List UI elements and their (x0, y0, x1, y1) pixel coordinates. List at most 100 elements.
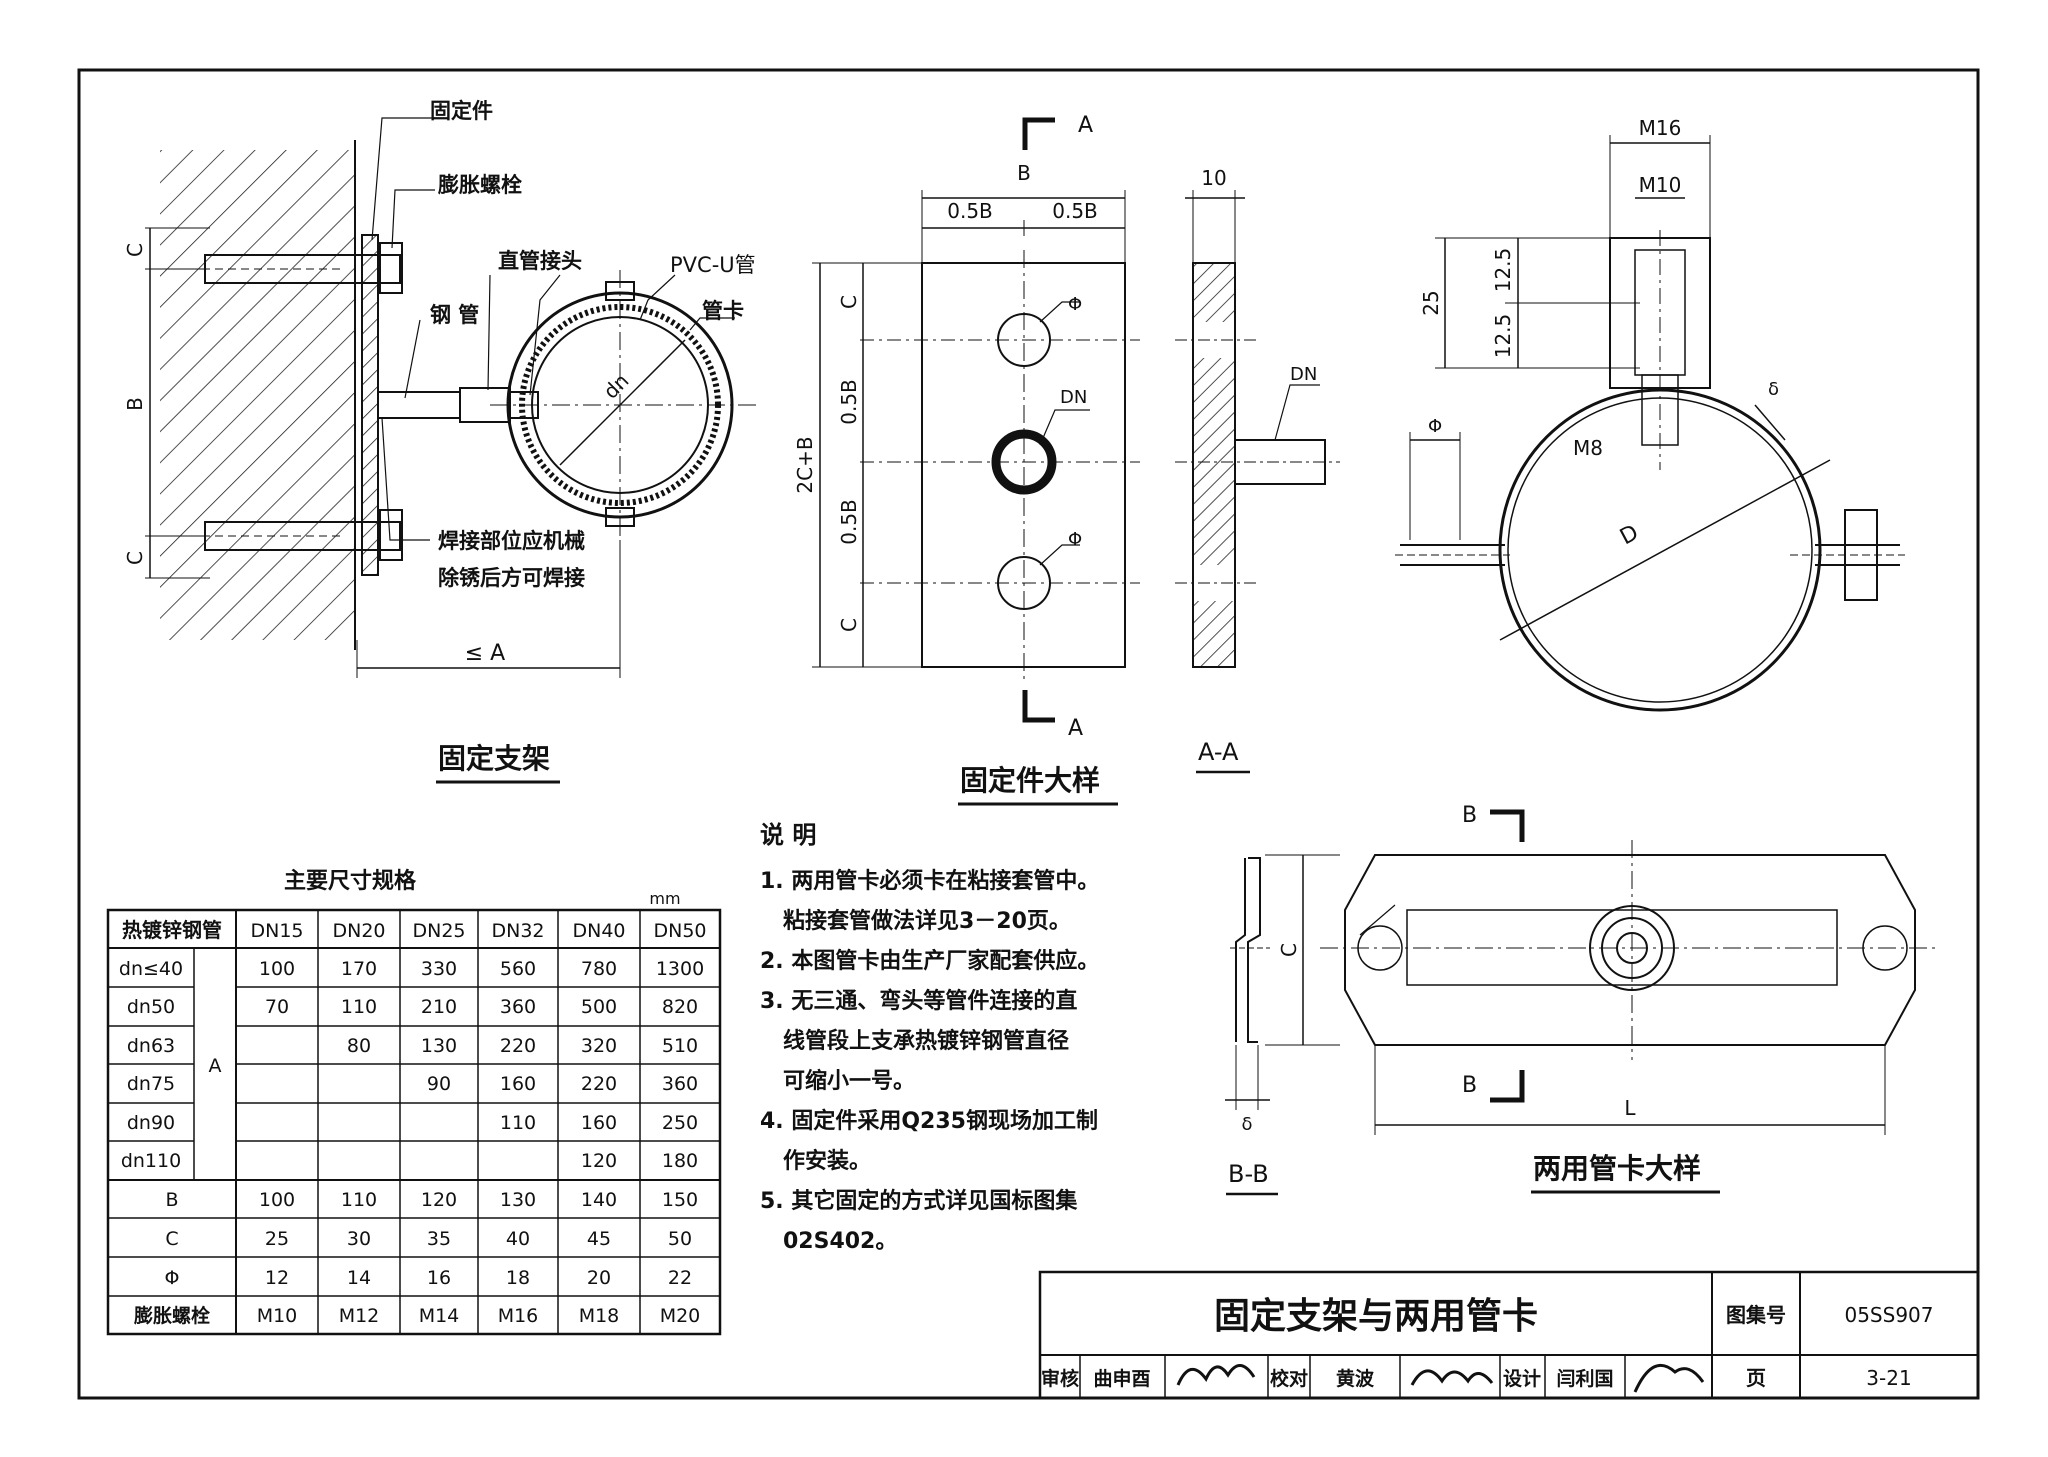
table-cell: M14 (419, 1305, 460, 1327)
table-header-cell: DN20 (332, 920, 385, 942)
notes-lines: 1. 两用管卡必须卡在粘接套管中。 粘接套管做法详见3－20页。 2. 本图管卡由… (760, 868, 1099, 1254)
table-cell: 20 (587, 1267, 611, 1289)
label-expansion-bolt: 膨胀螺栓 (438, 173, 522, 197)
dim-aa-dn: DN (1290, 364, 1317, 385)
note-line: 2. 本图管卡由生产厂家配套供应。 (760, 948, 1099, 974)
dim-delta-clamp: δ (1768, 379, 1779, 400)
table-cell: 12 (265, 1267, 289, 1289)
table-header-cell: 热镀锌钢管 (122, 918, 222, 942)
dim-delta-bb: δ (1241, 1114, 1252, 1135)
table-cell: 180 (662, 1150, 698, 1172)
note-line: 3. 无三通、弯头等管件连接的直 (760, 988, 1077, 1014)
table-row-label: dn110 (121, 1150, 181, 1172)
table-cell: 120 (421, 1189, 457, 1211)
fixed-support-view: 固定件 膨胀螺栓 直管接头 PVC-U管 钢 管 管卡 焊接部位应机械 除锈后方… (123, 99, 760, 784)
dim-c2: C (837, 618, 861, 632)
section-mark-b-top: B (1462, 803, 1477, 828)
table-cell: 1300 (656, 958, 704, 980)
section-mark-a-top: A (1078, 113, 1093, 138)
clamp-view: M16 M10 25 12.5 12.5 M8 Φ δ D (1395, 116, 1905, 712)
table-cell: 500 (581, 996, 617, 1018)
table-cell: 80 (347, 1035, 371, 1057)
anchor-plate (361, 234, 379, 576)
table-header-cell: DN32 (491, 920, 544, 942)
table-cell: 160 (500, 1073, 536, 1095)
table-cell: 100 (259, 958, 295, 980)
dim-l: L (1624, 1096, 1636, 1120)
table-cell: 30 (347, 1228, 371, 1250)
section-aa-view: 10 DN A-A (1175, 166, 1340, 774)
label-straight-joint: 直管接头 (498, 249, 582, 273)
note-line: 作安装。 (760, 1148, 871, 1174)
table-cell: 18 (506, 1267, 530, 1289)
table-cell: 25 (265, 1228, 289, 1250)
table-cell: 510 (662, 1035, 698, 1057)
fixing-detail-view: A A B 0.5B 0.5B 2C+B C 0.5B 0.5B C Φ Φ D… (793, 113, 1140, 806)
dim-c1: C (837, 295, 861, 309)
table-cell: 130 (500, 1189, 536, 1211)
dim-phi-clamp: Φ (1428, 416, 1442, 437)
table-row-label: 膨胀螺栓 (133, 1304, 210, 1327)
table-cell: 330 (421, 958, 457, 980)
table-cell: 90 (427, 1073, 451, 1095)
table-cell: 150 (662, 1189, 698, 1211)
table-cell: 360 (500, 996, 536, 1018)
table-cell: M12 (339, 1305, 380, 1327)
dim-half2: 0.5B (837, 499, 861, 545)
title-fixed-support: 固定支架 (438, 742, 550, 775)
note-line: 5. 其它固定的方式详见国标图集 (760, 1188, 1078, 1214)
table-header-cell: DN15 (250, 920, 303, 942)
table-cell: 40 (506, 1228, 530, 1250)
table-cell: 320 (581, 1035, 617, 1057)
dim-b-top: B (1017, 161, 1031, 185)
title-clamp-detail: 两用管卡大样 (1533, 1152, 1701, 1185)
table-cell: 170 (341, 958, 377, 980)
table-cell: 110 (341, 996, 377, 1018)
dim-m8: M8 (1573, 436, 1603, 460)
title-section-aa: A-A (1198, 738, 1239, 766)
note-line: 1. 两用管卡必须卡在粘接套管中。 (760, 868, 1099, 894)
label-fixing-part: 固定件 (430, 99, 493, 123)
table-cell: 130 (421, 1035, 457, 1057)
table-cell: 110 (500, 1112, 536, 1134)
table-row-label: Φ (165, 1267, 180, 1289)
table-row-label: C (165, 1228, 178, 1250)
dim-dn: dn (599, 369, 634, 404)
table-row-label: dn90 (127, 1112, 175, 1134)
reviewer-name: 曲申酉 (1093, 1367, 1150, 1390)
atlas-label: 图集号 (1726, 1303, 1786, 1327)
label-weld-note-1: 焊接部位应机械 (438, 529, 585, 553)
dim-12-5-bottom: 12.5 (1491, 314, 1515, 359)
dim-m10: M10 (1639, 173, 1682, 197)
table-row-label: dn≤40 (119, 958, 183, 980)
dim-dn-plate: DN (1060, 387, 1087, 408)
table-row-label: dn63 (127, 1035, 175, 1057)
table-cell: 220 (581, 1073, 617, 1095)
table-cell: 16 (427, 1267, 451, 1289)
spec-table: 主要尺寸规格 mm 热镀锌钢管 DN15 DN20 DN25 DN32 DN40 (106, 868, 722, 1336)
clamp-plate-outline (1344, 854, 1916, 1046)
designer-signature (1633, 1363, 1705, 1393)
table-cell: M18 (579, 1305, 620, 1327)
check-label: 校对 (1270, 1367, 1308, 1390)
designer-name: 闫利国 (1556, 1368, 1613, 1390)
table-cell: M20 (660, 1305, 701, 1327)
note-line: 02S402。 (760, 1229, 897, 1254)
dim-d: D (1616, 520, 1643, 550)
table-row-label: dn75 (127, 1073, 175, 1095)
dim-a: ≤ A (465, 641, 505, 666)
reviewer-signature (1176, 1364, 1256, 1386)
table-cell: 220 (500, 1035, 536, 1057)
title-fixing-detail: 固定件大样 (960, 764, 1100, 797)
table-cell: 70 (265, 996, 289, 1018)
note-line: 粘接套管做法详见3－20页。 (760, 908, 1071, 934)
dim-m16: M16 (1639, 116, 1682, 140)
notes-heading: 说 明 (760, 821, 816, 849)
table-cell: M10 (257, 1305, 298, 1327)
table-unit: mm (649, 889, 680, 908)
dim-half-left: 0.5B (947, 199, 993, 223)
atlas-number: 05SS907 (1844, 1303, 1933, 1327)
note-line: 4. 固定件采用Q235钢现场加工制 (760, 1108, 1098, 1134)
